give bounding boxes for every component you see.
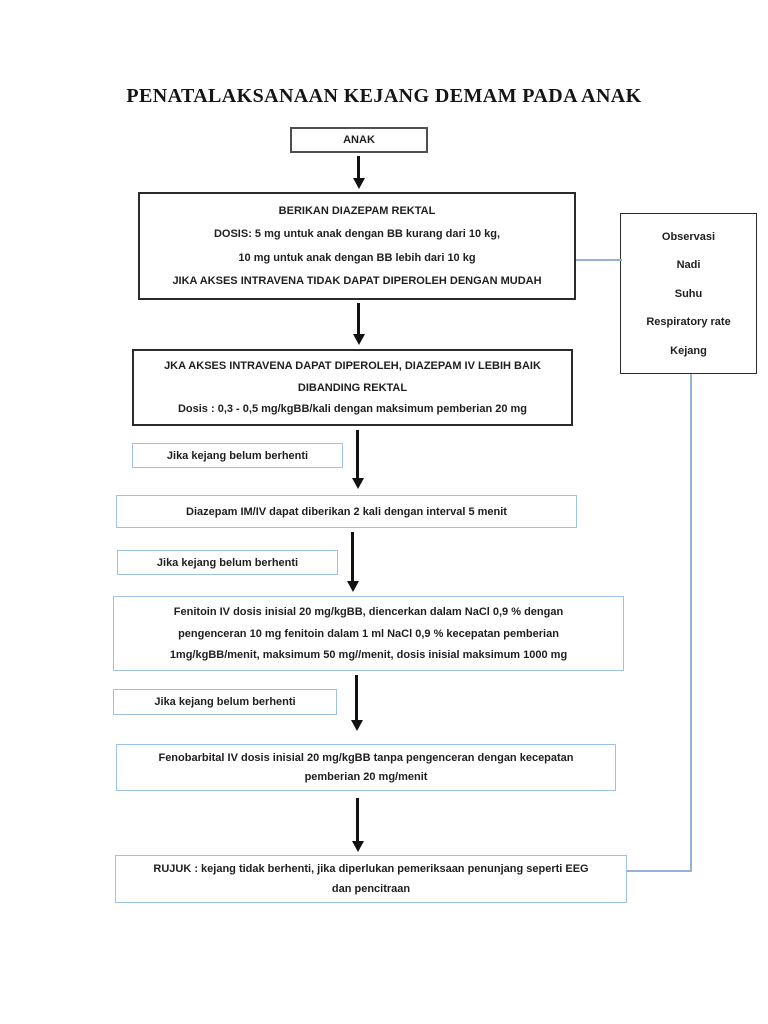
down-arrow-icon [346, 532, 359, 592]
node-line: RUJUK : kejang tidak berhenti, jika dipe… [153, 863, 589, 876]
page-title: PENATALAKSANAAN KEJANG DEMAM PADA ANAK [126, 85, 642, 107]
arrow-stem [357, 303, 360, 334]
connector-line [627, 870, 692, 872]
arrow-head [351, 841, 364, 852]
condition-label: Jika kejang belum berhenti [117, 550, 338, 575]
node-anak-label: ANAK [343, 134, 375, 146]
node-line: pengenceran 10 mg fenitoin dalam 1 ml Na… [178, 627, 559, 640]
node-observasi: Observasi Nadi Suhu Respiratory rate Kej… [620, 213, 757, 374]
node-line: JKA AKSES INTRAVENA DAPAT DIPEROLEH, DIA… [164, 360, 541, 373]
node-line: dan pencitraan [331, 882, 411, 895]
node-fenitoin: Fenitoin IV dosis inisial 20 mg/kgBB, di… [113, 596, 624, 671]
condition-label: Jika kejang belum berhenti [113, 689, 337, 715]
node-line: JIKA AKSES INTRAVENA TIDAK DAPAT DIPEROL… [172, 274, 542, 287]
node-line: Dosis : 0,3 - 0,5 mg/kgBB/kali dengan ma… [177, 402, 528, 415]
connector-line [576, 259, 622, 261]
arrow-stem [355, 675, 358, 720]
down-arrow-icon [352, 156, 365, 189]
node-line: 10 mg untuk anak dengan BB lebih dari 10… [238, 251, 476, 264]
arrow-head [350, 720, 363, 731]
node-line: DIBANDING REKTAL [297, 381, 408, 394]
node-line: Fenobarbital IV dosis inisial 20 mg/kgBB… [158, 752, 574, 764]
condition-text: Jika kejang belum berhenti [154, 696, 296, 708]
arrow-head [346, 581, 359, 592]
node-rujuk: RUJUK : kejang tidak berhenti, jika dipe… [115, 855, 627, 903]
arrow-head [351, 478, 364, 489]
observasi-item: Kejang [670, 344, 707, 357]
condition-label: Jika kejang belum berhenti [132, 443, 343, 468]
condition-text: Jika kejang belum berhenti [166, 449, 309, 462]
node-anak: ANAK [290, 127, 428, 153]
arrow-stem [356, 430, 359, 478]
observasi-item: Suhu [674, 287, 703, 300]
arrow-stem [357, 156, 360, 178]
down-arrow-icon [350, 675, 363, 731]
down-arrow-icon [352, 303, 365, 345]
observasi-item: Nadi [676, 259, 701, 271]
node-fenobarbital: Fenobarbital IV dosis inisial 20 mg/kgBB… [116, 744, 616, 791]
node-diazepam-iv: JKA AKSES INTRAVENA DAPAT DIPEROLEH, DIA… [132, 349, 573, 426]
node-line: pemberian 20 mg/menit [304, 771, 428, 783]
arrow-head [352, 334, 365, 345]
node-line: Diazepam IM/IV dapat diberikan 2 kali de… [186, 505, 507, 518]
down-arrow-icon [351, 798, 364, 852]
connector-line [690, 374, 692, 872]
arrow-stem [356, 798, 359, 841]
observasi-item: Respiratory rate [646, 316, 731, 328]
node-diazepam-rektal: BERIKAN DIAZEPAM REKTAL DOSIS: 5 mg untu… [138, 192, 576, 300]
down-arrow-icon [351, 430, 364, 489]
node-line: Fenitoin IV dosis inisial 20 mg/kgBB, di… [173, 606, 564, 619]
observasi-item: Observasi [661, 230, 716, 243]
node-line: 1mg/kgBB/menit, maksimum 50 mg//menit, d… [169, 648, 568, 661]
arrow-stem [351, 532, 354, 581]
node-line: DOSIS: 5 mg untuk anak dengan BB kurang … [213, 228, 501, 241]
arrow-head [352, 178, 365, 189]
condition-text: Jika kejang belum berhenti [156, 556, 299, 569]
node-line: BERIKAN DIAZEPAM REKTAL [278, 205, 436, 218]
node-diazepam-interval: Diazepam IM/IV dapat diberikan 2 kali de… [116, 495, 577, 528]
